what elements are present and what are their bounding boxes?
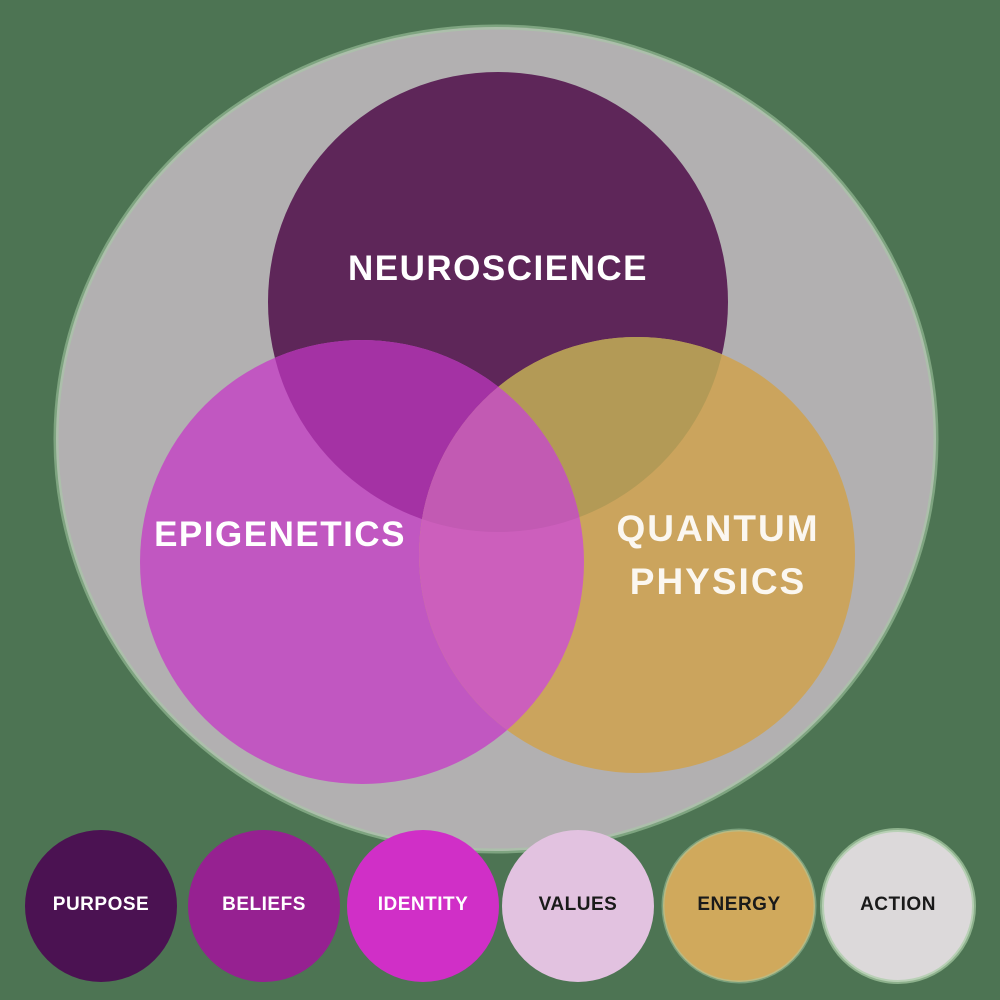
legend-label-identity: IDENTITY (377, 894, 469, 915)
legend-label-purpose: PURPOSE (52, 894, 150, 915)
legend-label-energy: ENERGY (697, 894, 781, 915)
legend-circle-identity (347, 830, 499, 982)
quantum-physics-label: QUANTUM PHYSICS (616, 502, 819, 608)
legend-circle-beliefs (188, 830, 340, 982)
overlap-center-group (419, 340, 584, 532)
legend-label-action: ACTION (860, 894, 936, 915)
legend-circle-energy (661, 828, 817, 984)
legend-circle-purpose (25, 830, 177, 982)
legend-label-beliefs: BELIEFS (222, 894, 306, 915)
quantum-physics-label-line1: QUANTUM (616, 508, 820, 549)
epigenetics-label: EPIGENETICS (154, 515, 406, 554)
legend-circle-values (502, 830, 654, 982)
quantum-physics-label-line2: PHYSICS (629, 561, 807, 602)
legend-label-values: VALUES (538, 894, 618, 915)
overlap-center (419, 340, 584, 532)
legend-circle-action (820, 828, 976, 984)
neuroscience-label: NEUROSCIENCE (348, 249, 648, 288)
